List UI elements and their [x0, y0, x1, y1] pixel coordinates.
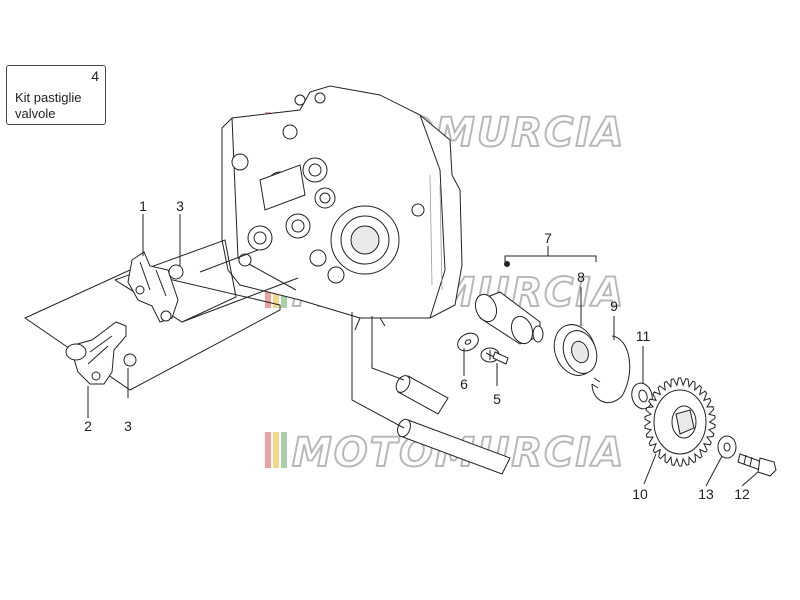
leader-lines — [87, 214, 759, 487]
bracket-dot — [504, 261, 510, 267]
leader-dowel-2 — [371, 316, 405, 381]
callout-5: 5 — [493, 391, 501, 407]
callout-2: 2 — [84, 418, 92, 434]
pad-upper — [168, 264, 184, 280]
camshaft — [474, 291, 544, 345]
leader-dowel-1 — [351, 312, 405, 429]
circlip — [591, 335, 631, 404]
callouts: 1 2 3 3 5 6 7 8 9 10 11 12 13 — [84, 198, 750, 502]
callout-12: 12 — [734, 486, 750, 502]
cylinder-head — [221, 85, 463, 331]
rocker-arm-lower — [65, 321, 127, 385]
callout-3-upper: 3 — [176, 198, 184, 214]
kit-label-line1: Kit pastiglie — [15, 90, 82, 105]
callout-1: 1 — [139, 198, 147, 214]
callout-11: 11 — [636, 328, 651, 344]
callout-9: 9 — [610, 298, 618, 314]
callout-6: 6 — [460, 376, 468, 392]
pad-lower — [123, 353, 137, 367]
group-bracket-7 — [504, 255, 597, 262]
dowel-pin-upper — [395, 375, 449, 415]
bolt-12 — [737, 453, 777, 477]
callout-7: 7 — [544, 230, 552, 246]
callout-3-lower: 3 — [124, 418, 132, 434]
rocker-assembly-frame — [23, 269, 281, 391]
callout-13: 13 — [698, 486, 714, 502]
callout-8: 8 — [577, 269, 585, 285]
bearing — [553, 324, 598, 376]
washer-13 — [717, 435, 737, 459]
rocker-arm-upper — [127, 251, 179, 323]
callout-10: 10 — [632, 486, 648, 502]
kit-number: 4 — [91, 68, 99, 84]
kit-label: Kit pastiglie valvole — [15, 90, 107, 122]
washer-11 — [631, 382, 653, 410]
leader-to-head — [181, 249, 299, 323]
washer-6 — [457, 332, 479, 352]
kit-box: 4 Kit pastiglie valvole — [6, 65, 106, 125]
screw-5 — [480, 347, 509, 365]
sprocket — [644, 377, 716, 467]
kit-label-line2: valvole — [15, 106, 56, 121]
